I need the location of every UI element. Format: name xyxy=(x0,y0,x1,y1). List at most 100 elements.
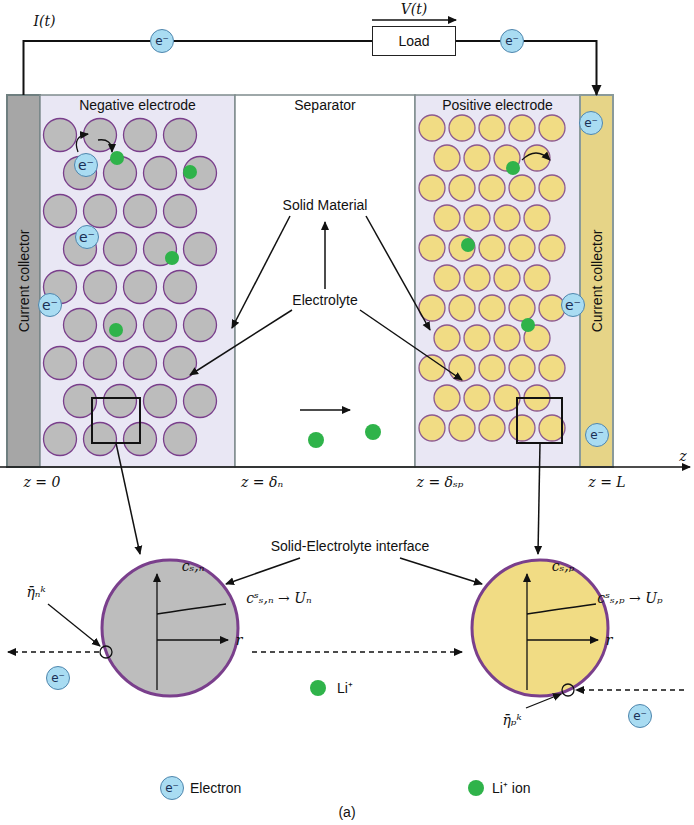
electron-symbol: e⁻ xyxy=(505,34,519,48)
electrode-region: Negative electrode e⁻ e⁻ e⁻ xyxy=(40,95,235,467)
particle xyxy=(509,355,535,381)
current-label: I(t) xyxy=(31,13,57,29)
particle xyxy=(164,195,197,228)
particle xyxy=(184,157,217,190)
electron-circle: e⁻ xyxy=(75,225,99,249)
particle xyxy=(434,265,460,291)
particle xyxy=(464,265,490,291)
particle xyxy=(84,195,117,228)
particle xyxy=(164,119,197,152)
particle xyxy=(449,115,475,141)
particle xyxy=(104,309,137,342)
electron-symbol: e⁻ xyxy=(565,297,581,313)
zoom-box xyxy=(92,398,562,443)
electron-symbol: e⁻ xyxy=(584,116,598,130)
leader-lines xyxy=(0,20,690,584)
electron-symbol: e⁻ xyxy=(42,297,58,313)
circuit-wire xyxy=(24,41,373,95)
node-label: Negative electrode xyxy=(79,97,196,113)
annotation-label: z = 0 xyxy=(24,474,61,490)
annotation-label: Solid Material xyxy=(283,197,368,213)
particle xyxy=(479,415,505,441)
particle xyxy=(449,355,475,381)
legend-label: Electron xyxy=(190,780,241,796)
particle xyxy=(434,145,460,171)
node-label: Separator xyxy=(294,97,355,113)
particle xyxy=(44,119,77,152)
legend-swatch xyxy=(468,780,484,796)
particle-zoom xyxy=(102,560,238,696)
current-collector: Current collector xyxy=(7,95,40,467)
load-box: Load xyxy=(372,26,456,56)
particle xyxy=(524,265,550,291)
electron-circle: e⁻ xyxy=(579,111,603,135)
particle xyxy=(464,385,490,411)
particle xyxy=(494,325,520,351)
electron-circle: e⁻ xyxy=(160,776,184,800)
particle xyxy=(184,233,217,266)
particle xyxy=(449,415,475,441)
particle xyxy=(84,347,117,380)
node-label: Load xyxy=(398,33,429,49)
particle xyxy=(104,233,137,266)
particle xyxy=(449,235,475,261)
particle xyxy=(539,235,565,261)
annotation-label: Electrolyte xyxy=(292,292,357,308)
particle xyxy=(434,205,460,231)
particle xyxy=(464,325,490,351)
electron-symbol: e⁻ xyxy=(51,671,65,685)
particle xyxy=(124,271,157,304)
electron-symbol: e⁻ xyxy=(78,157,94,173)
particle xyxy=(539,175,565,201)
electron-circle: e⁻ xyxy=(628,704,652,728)
particle xyxy=(44,423,77,456)
collector-bar xyxy=(580,95,613,467)
electrode-region: Positive electrode e⁻ xyxy=(415,95,580,467)
electron-circle: e⁻ xyxy=(500,29,524,53)
annotation-label: Li⁺ xyxy=(337,680,353,696)
annotation-label: r xyxy=(606,632,613,648)
particle xyxy=(539,115,565,141)
annotation-label: cˢₛ,ₙ → Uₙ xyxy=(246,590,312,606)
electron-circle: e⁻ xyxy=(585,423,609,447)
annotation-label: η̄ₚᵏ xyxy=(502,712,521,728)
particle xyxy=(419,175,445,201)
particle xyxy=(509,115,535,141)
particle-zoom xyxy=(472,560,608,696)
annotation-label: z = δₛₚ xyxy=(417,474,464,490)
particle xyxy=(479,115,505,141)
particle xyxy=(524,145,550,171)
electron-circle: e⁻ xyxy=(46,666,70,690)
particle xyxy=(449,295,475,321)
particle xyxy=(434,385,460,411)
annotation-label: z xyxy=(679,448,686,464)
separator-region: Separator xyxy=(235,95,415,467)
annotation-label: η̄ₙᵏ xyxy=(26,584,45,600)
annotation-label: cˢₛ,ₚ → Uₚ xyxy=(597,590,662,606)
particle xyxy=(479,235,505,261)
node-label: Positive electrode xyxy=(442,97,553,113)
annotation-label: V(t) xyxy=(401,1,428,17)
particle xyxy=(44,195,77,228)
particle xyxy=(419,115,445,141)
particle xyxy=(104,385,137,418)
particle xyxy=(509,175,535,201)
particle xyxy=(524,205,550,231)
electron-circle: e⁻ xyxy=(38,293,62,317)
figure-caption: (a) xyxy=(338,804,355,820)
particle xyxy=(144,157,177,190)
electron-paths xyxy=(76,134,550,160)
particle xyxy=(184,309,217,342)
legend-label: Li⁺ ion xyxy=(492,780,530,796)
particle xyxy=(84,119,117,152)
annotation-label: z = δₙ xyxy=(241,474,283,490)
electron-circle: e⁻ xyxy=(561,293,585,317)
particle xyxy=(464,145,490,171)
particle xyxy=(479,355,505,381)
node-label: Current collector xyxy=(16,230,32,333)
annotation-label: z = L xyxy=(588,474,625,490)
particle xyxy=(494,205,520,231)
electron-symbol: e⁻ xyxy=(165,781,179,795)
electron-symbol: e⁻ xyxy=(155,34,169,48)
